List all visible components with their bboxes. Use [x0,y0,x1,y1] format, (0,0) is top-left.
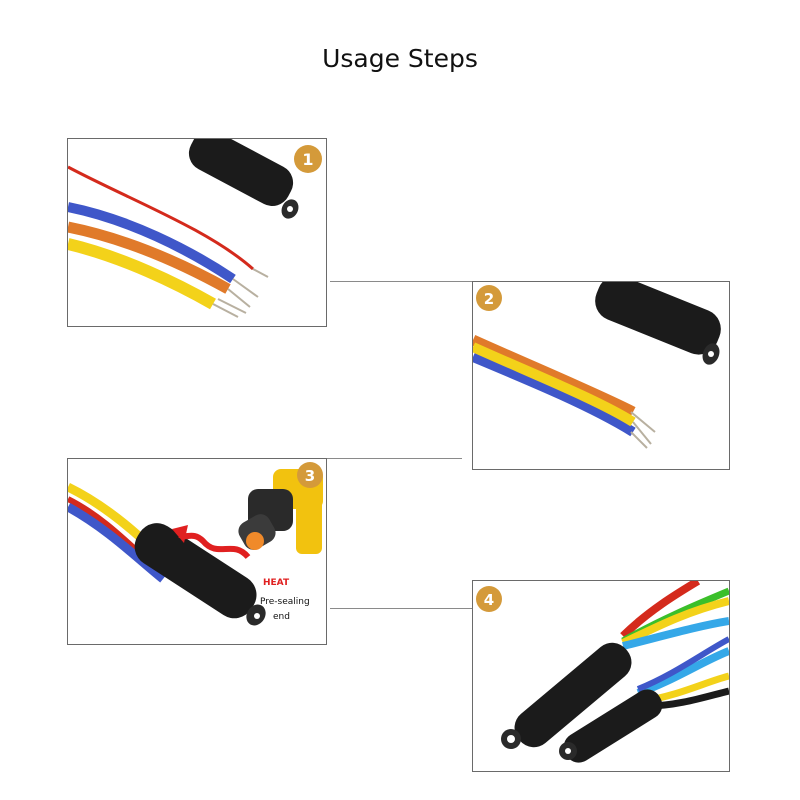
orange-wire [68,221,231,294]
light-blue-wire-top [622,617,729,650]
yellow-wire [473,342,636,427]
red-wire [620,581,701,639]
light-blue-wire-mid [636,647,729,697]
yellow-wire [68,238,216,310]
heat-arrow [178,532,251,560]
step-number-4: 4 [484,591,494,609]
heat-shrink-tube [188,139,299,219]
step-number-1: 1 [302,150,313,169]
orange-wire [473,334,636,417]
connector-line-3-4 [330,608,472,609]
step-1-illustration: 1 [68,139,322,318]
step-badge-1: 1 [294,145,322,173]
step-badge-4: 4 [476,586,502,612]
blue-wire [68,503,166,583]
heat-shrink-tube-2 [559,689,663,763]
page-title: Usage Steps [322,44,478,73]
heat-shrink-tube [595,282,721,365]
connector-line-2-3 [326,458,462,459]
heat-label: HEAT [263,578,290,588]
copper-strands [212,268,269,318]
step-3-panel: HEAT Pre-sealing end 3 [67,458,327,645]
step-2-illustration: 2 [473,282,721,449]
step-number-2: 2 [484,290,494,308]
heat-shrink-tube [134,523,266,626]
yellow-wire-top [621,597,729,647]
heat-arrow-head [172,525,188,543]
step-badge-2: 2 [476,285,502,311]
blue-wire-mid [636,636,729,692]
connector-line-1-2 [330,281,472,282]
step-1-panel: 1 [67,138,327,327]
step-4-illustration: 4 [476,581,729,763]
step-3-illustration: HEAT Pre-sealing end 3 [68,462,323,626]
heat-shrink-tube-1 [501,642,632,749]
step-number-3: 3 [305,467,315,485]
blue-wire [68,202,236,284]
step-4-panel: 4 [472,580,730,772]
pre-sealing-label-line2: end [273,612,290,622]
step-badge-3: 3 [297,462,323,488]
copper-strands [630,411,656,449]
pre-sealing-label-line1: Pre-sealing [260,597,310,607]
step-2-panel: 2 [472,281,730,470]
red-wire [68,165,254,271]
blue-wire [473,352,636,437]
